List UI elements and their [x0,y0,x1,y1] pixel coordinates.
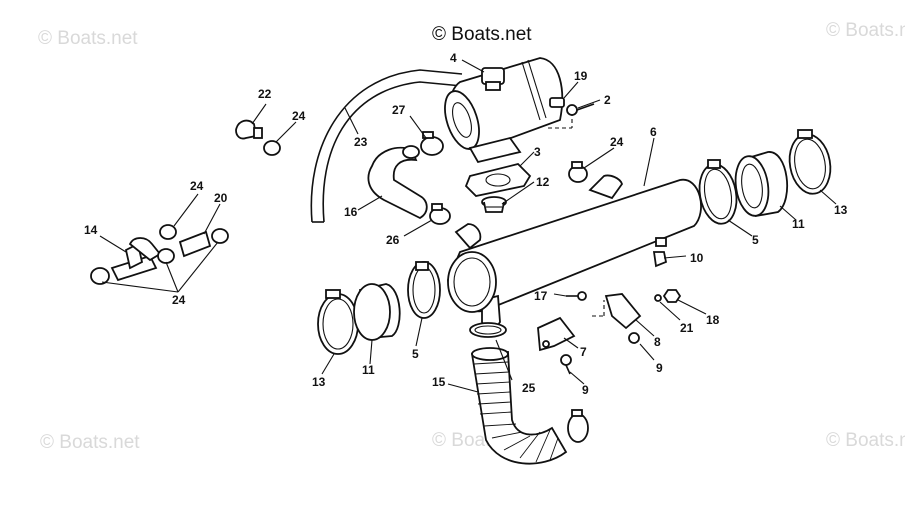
label-24-left-bottom: 24 [172,293,186,307]
gasket-3 [464,163,532,197]
watermark-bottom-right: © Boats.net [826,430,905,451]
label-20: 20 [214,191,228,205]
label-7: 7 [580,345,587,359]
label-6: 6 [650,125,657,139]
label-5-right: 5 [752,233,759,247]
clamp-24-left-b [159,224,177,240]
label-17: 17 [534,289,548,303]
label-18: 18 [706,313,720,327]
clamp-24-bottom [567,409,589,443]
label-23: 23 [354,135,368,149]
fitting-12 [481,196,507,213]
leader-lines [99,59,837,393]
coupler-11-right [734,151,789,218]
label-15: 15 [432,375,446,389]
bracket-7 [537,316,576,352]
label-13-right: 13 [834,203,848,217]
label-8: 8 [654,335,661,349]
watermark-top-right: © Boats.net [826,20,905,41]
label-21: 21 [680,321,694,335]
clamp-13-left [317,289,359,355]
screw-2 [566,103,595,116]
label-16: 16 [344,205,358,219]
clamp-27 [420,131,444,156]
label-12: 12 [536,175,550,189]
bolt-9-right [628,332,640,344]
clamp-25 [469,322,507,338]
label-13-left: 13 [312,375,326,389]
label-5-left: 5 [412,347,419,361]
watermark-top-left: © Boats.net [38,28,138,49]
clamp-13-right [788,129,832,195]
label-9-lower: 9 [582,383,589,397]
watermark-bottom-left: © Boats.net [40,432,140,453]
clamp-24-top [263,140,281,156]
clamp-26 [429,203,451,225]
part-labels: 4 19 2 3 12 24 6 27 22 24 23 16 26 10 5 … [84,51,848,397]
label-14: 14 [84,223,98,237]
coupler-11-left [353,283,401,341]
clamp-24-left-a [90,267,110,285]
fitting-10 [652,251,668,268]
watermark-main: © Boats.net [432,24,532,45]
corrugated-hose-15 [470,347,568,465]
clamp-5-right [698,159,738,225]
exhaust-pipe-6 [447,174,702,329]
bracket-8 [592,293,642,330]
label-22: 22 [258,87,272,101]
label-25: 25 [522,381,536,395]
muffler-1 [444,57,573,164]
clamp-24-left-d [211,228,229,244]
label-24-top: 24 [292,109,306,123]
fitting-19 [549,97,565,108]
washer-21 [654,294,662,302]
hose-23 [310,69,463,223]
tee-fitting-14 [110,237,162,282]
label-10: 10 [690,251,704,265]
clamp-24-left-c [157,248,175,264]
clamp-5-left [407,261,441,319]
label-11-left: 11 [362,363,375,377]
label-11-right: 11 [792,217,805,231]
nut-18 [662,289,682,303]
screw-17 [566,291,587,301]
label-27: 27 [392,103,406,117]
label-24-right: 24 [610,135,624,149]
elbow-fitting-22 [235,119,263,140]
label-9-right: 9 [656,361,663,375]
hose-stub-20 [178,230,212,258]
label-19: 19 [574,69,588,83]
label-26: 26 [386,233,400,247]
label-24-left-top: 24 [190,179,204,193]
bolt-9-lower [560,354,572,375]
clamp-24-right [568,161,588,183]
label-2: 2 [604,93,611,107]
label-4: 4 [450,51,457,65]
label-3: 3 [534,145,541,159]
elbow-hose-16 [367,145,428,220]
